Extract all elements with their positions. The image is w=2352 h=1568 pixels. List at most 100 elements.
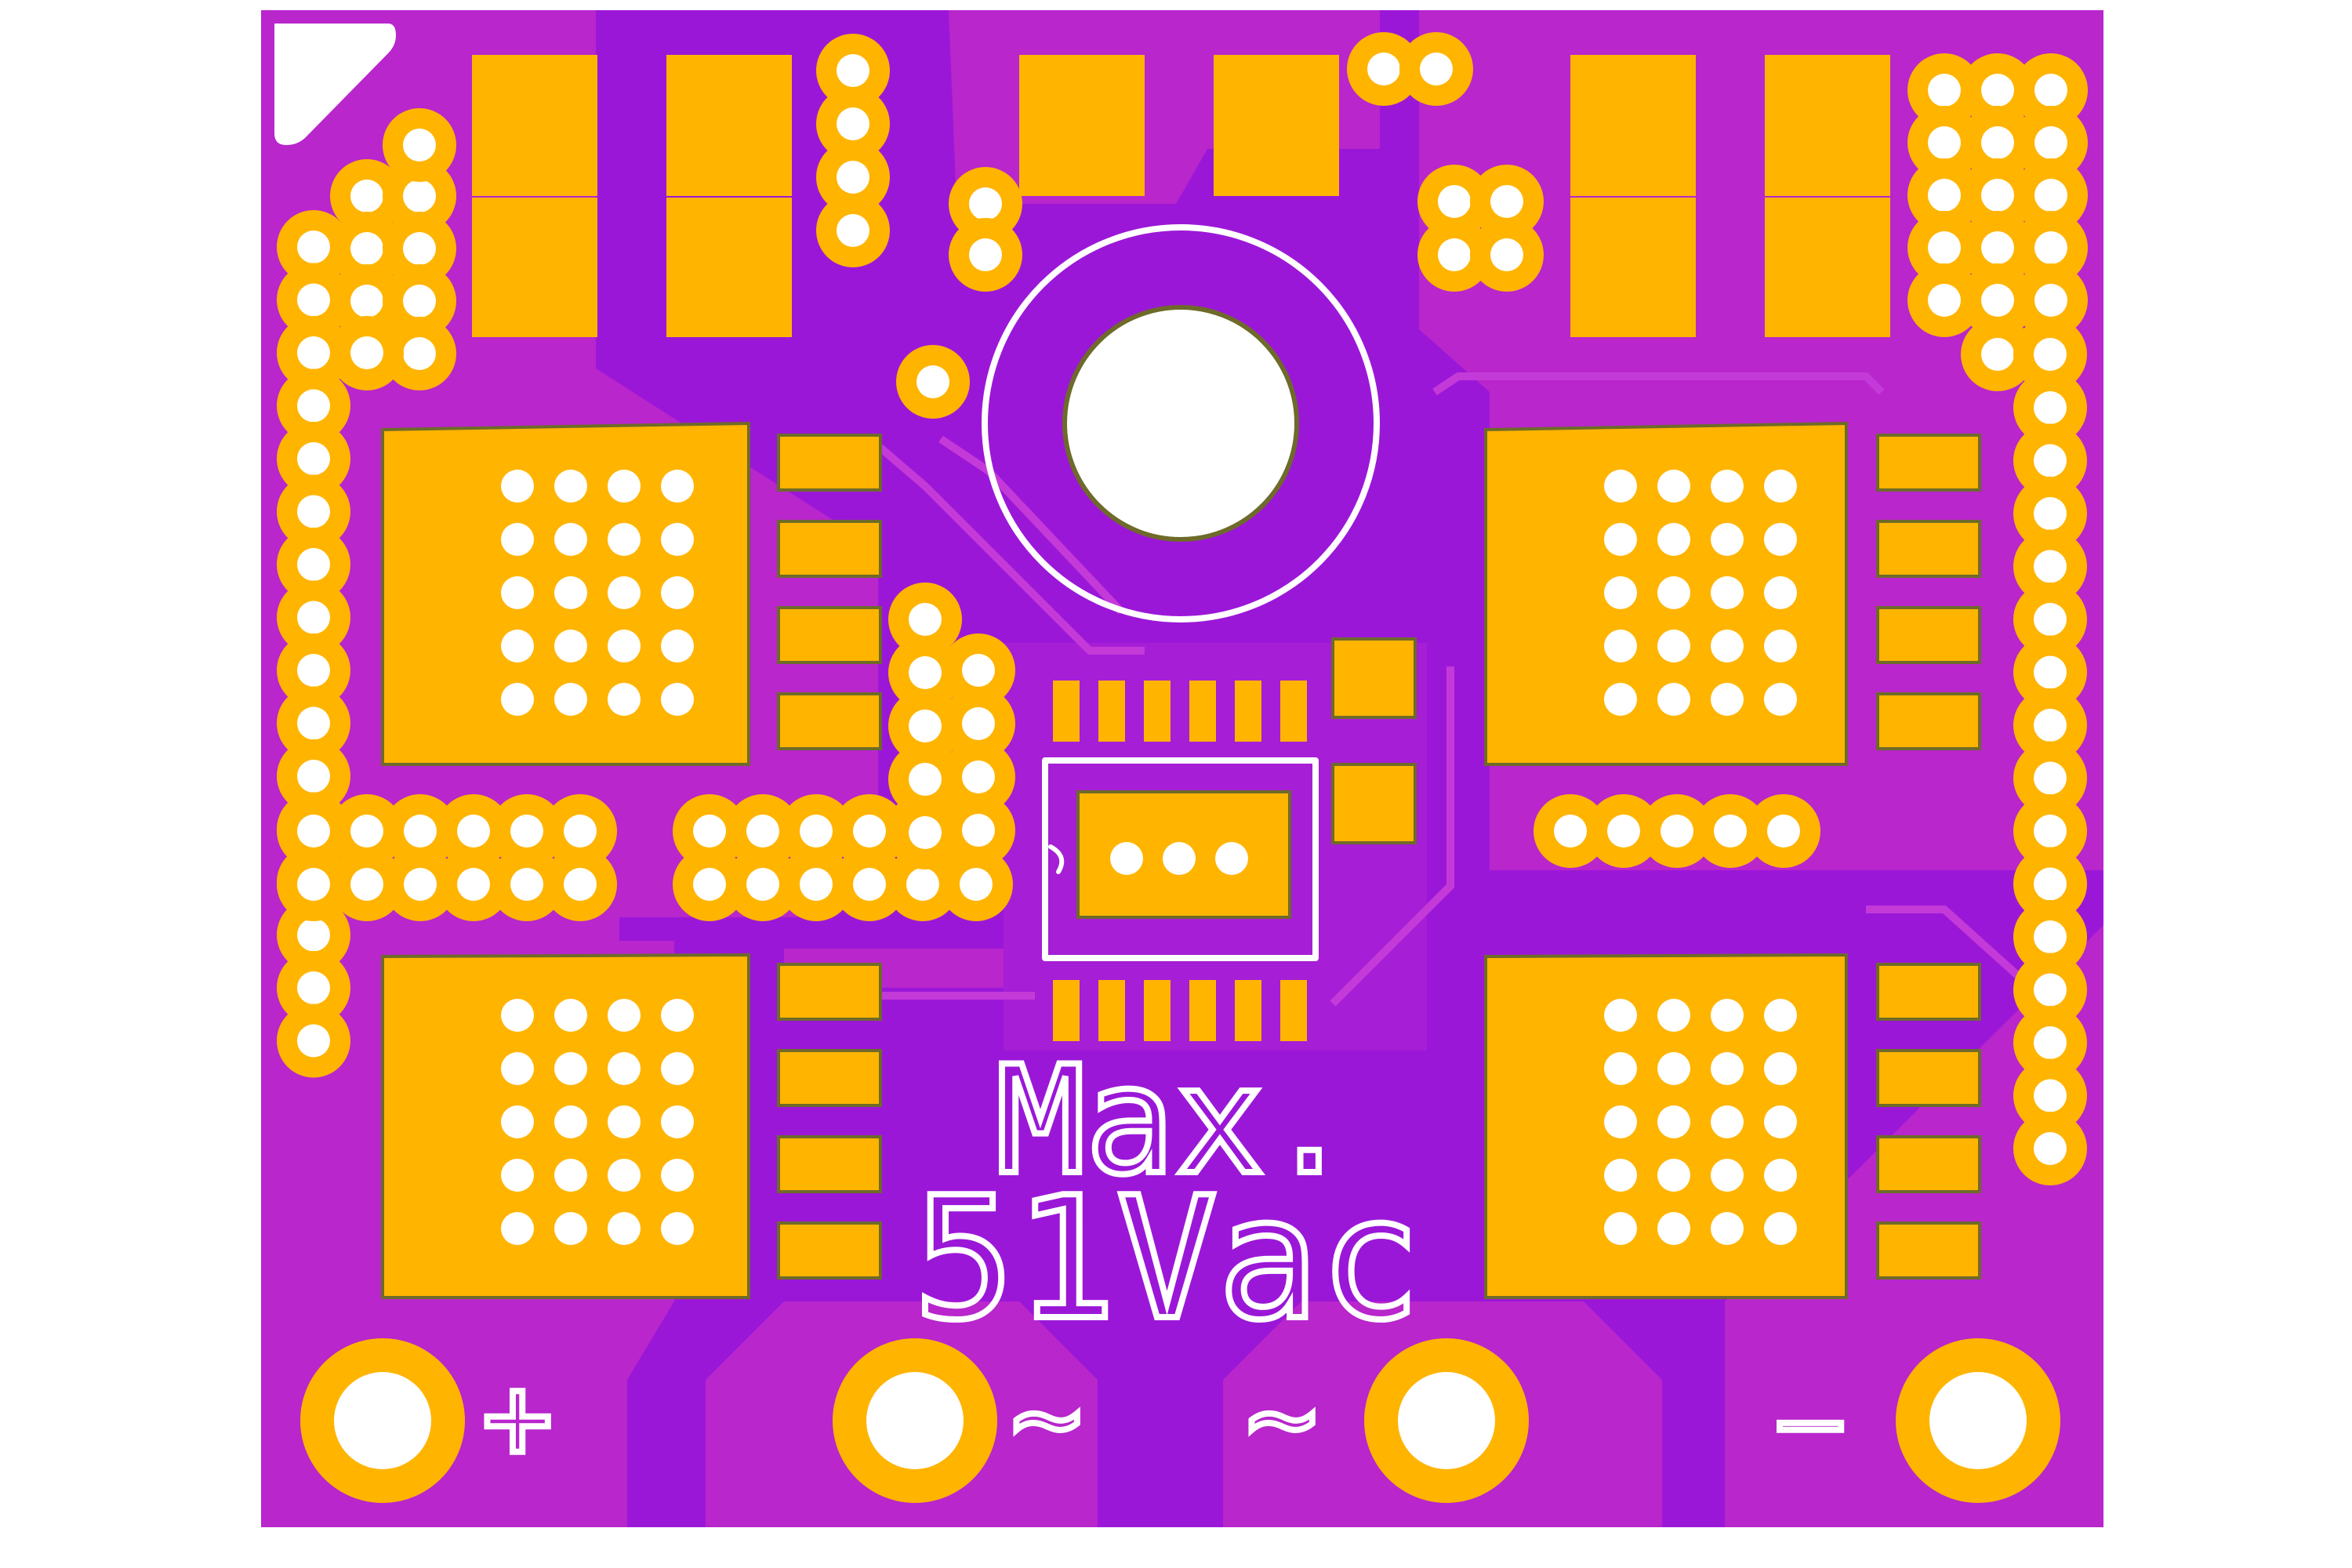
via-hole: [1764, 523, 1797, 556]
via-hole: [2034, 1026, 2067, 1059]
via-hole: [297, 815, 330, 848]
ic-pin-bottom-1: [1053, 980, 1080, 1041]
via-hole: [1764, 576, 1797, 609]
top-pad-1b: [472, 198, 597, 337]
via-hole: [800, 868, 833, 901]
via-hole: [403, 180, 436, 212]
via-hole: [1657, 683, 1690, 716]
via-hole: [1981, 179, 2014, 212]
via-hole: [1604, 999, 1637, 1032]
via-hole: [297, 548, 330, 581]
via-hole: [909, 656, 942, 689]
via-hole: [661, 523, 694, 556]
via-hole: [608, 630, 641, 662]
via-hole: [746, 815, 779, 848]
ic-pin-bottom-2: [1098, 980, 1125, 1041]
terminal-minus-hole: [1929, 1372, 2027, 1469]
via-hole: [510, 868, 543, 901]
via-hole: [693, 815, 726, 848]
via-hole: [501, 683, 534, 716]
via-hole: [1714, 815, 1747, 848]
via-hole: [403, 337, 436, 370]
via-hole: [297, 654, 330, 687]
via-hole: [1490, 185, 1523, 218]
via-hole: [1981, 231, 2014, 264]
via-hole: [1604, 1105, 1637, 1138]
via-hole: [1657, 576, 1690, 609]
via-hole: [2034, 761, 2067, 795]
via-hole: [1764, 1212, 1797, 1245]
mosfet-q2-pin4: [777, 1221, 882, 1279]
via-hole: [661, 999, 694, 1032]
via-hole: [1764, 470, 1797, 503]
via-hole: [837, 107, 869, 140]
via-hole: [297, 971, 330, 1004]
via-hole: [1490, 238, 1523, 271]
via-array: [277, 32, 2088, 1245]
ic-pin1-notch: [1048, 844, 1065, 874]
mounting-hole-annulus: [1062, 305, 1299, 542]
via-hole: [1657, 1052, 1690, 1085]
via-hole: [297, 918, 330, 952]
via-hole: [1657, 630, 1690, 662]
via-hole: [2034, 550, 2067, 583]
via-hole: [1764, 630, 1797, 662]
via-hole: [554, 1105, 587, 1138]
via-hole: [2034, 74, 2067, 107]
via-hole: [297, 868, 330, 901]
mosfet-q2-pin2: [777, 1049, 882, 1107]
mosfet-q1-pin3: [777, 606, 882, 664]
terminal-ac1-hole: [866, 1372, 964, 1469]
via-hole: [837, 54, 869, 87]
trace-1: [867, 436, 1145, 655]
via-hole: [2034, 497, 2067, 530]
via-hole: [1981, 284, 2014, 317]
via-hole: [661, 630, 694, 662]
ic-pin-bottom-3: [1144, 980, 1171, 1041]
trace-4: [1392, 666, 1454, 944]
ic-pin-bottom-6: [1280, 980, 1307, 1041]
via-hole: [1604, 1052, 1637, 1085]
via-hole: [608, 470, 641, 503]
via-hole: [2034, 126, 2067, 159]
via-hole: [297, 283, 330, 317]
via-hole: [1367, 53, 1400, 85]
via-hole: [962, 760, 995, 793]
via-hole: [1764, 683, 1797, 716]
trace-3: [1432, 372, 1885, 396]
via-hole: [297, 601, 330, 634]
via-hole: [564, 815, 597, 848]
via-hole: [1928, 284, 1961, 317]
via-hole: [1604, 683, 1637, 716]
via-hole: [1928, 179, 1961, 212]
ic-pin-bottom-5: [1235, 980, 1261, 1041]
via-hole: [853, 815, 886, 848]
via-hole: [404, 815, 437, 848]
via-hole: [457, 868, 490, 901]
terminal-minus-label: —: [1780, 1359, 1842, 1479]
via-hole: [2034, 284, 2067, 317]
via-hole: [1711, 470, 1744, 503]
via-hole: [1657, 1212, 1690, 1245]
mosfet-q3-pin3: [1876, 606, 1981, 664]
via-hole: [1711, 1159, 1744, 1192]
via-hole: [1711, 630, 1744, 662]
via-hole: [1554, 815, 1587, 848]
via-hole: [1604, 576, 1637, 609]
via-hole: [2034, 867, 2067, 901]
via-hole: [554, 1159, 587, 1192]
via-hole: [916, 365, 949, 398]
via-hole: [1711, 1212, 1744, 1245]
terminal-pads: [300, 1338, 2060, 1503]
via-hole: [501, 1212, 534, 1245]
via-hole: [297, 706, 330, 740]
mosfet-q3-pin4: [1876, 692, 1981, 750]
via-hole: [297, 760, 330, 793]
top-pad-2a: [666, 55, 792, 196]
via-hole: [297, 336, 330, 369]
terminal-plus-hole: [334, 1372, 431, 1469]
via-hole: [404, 868, 437, 901]
via-hole: [1764, 1052, 1797, 1085]
via-hole: [800, 815, 833, 848]
via-hole: [909, 603, 942, 636]
